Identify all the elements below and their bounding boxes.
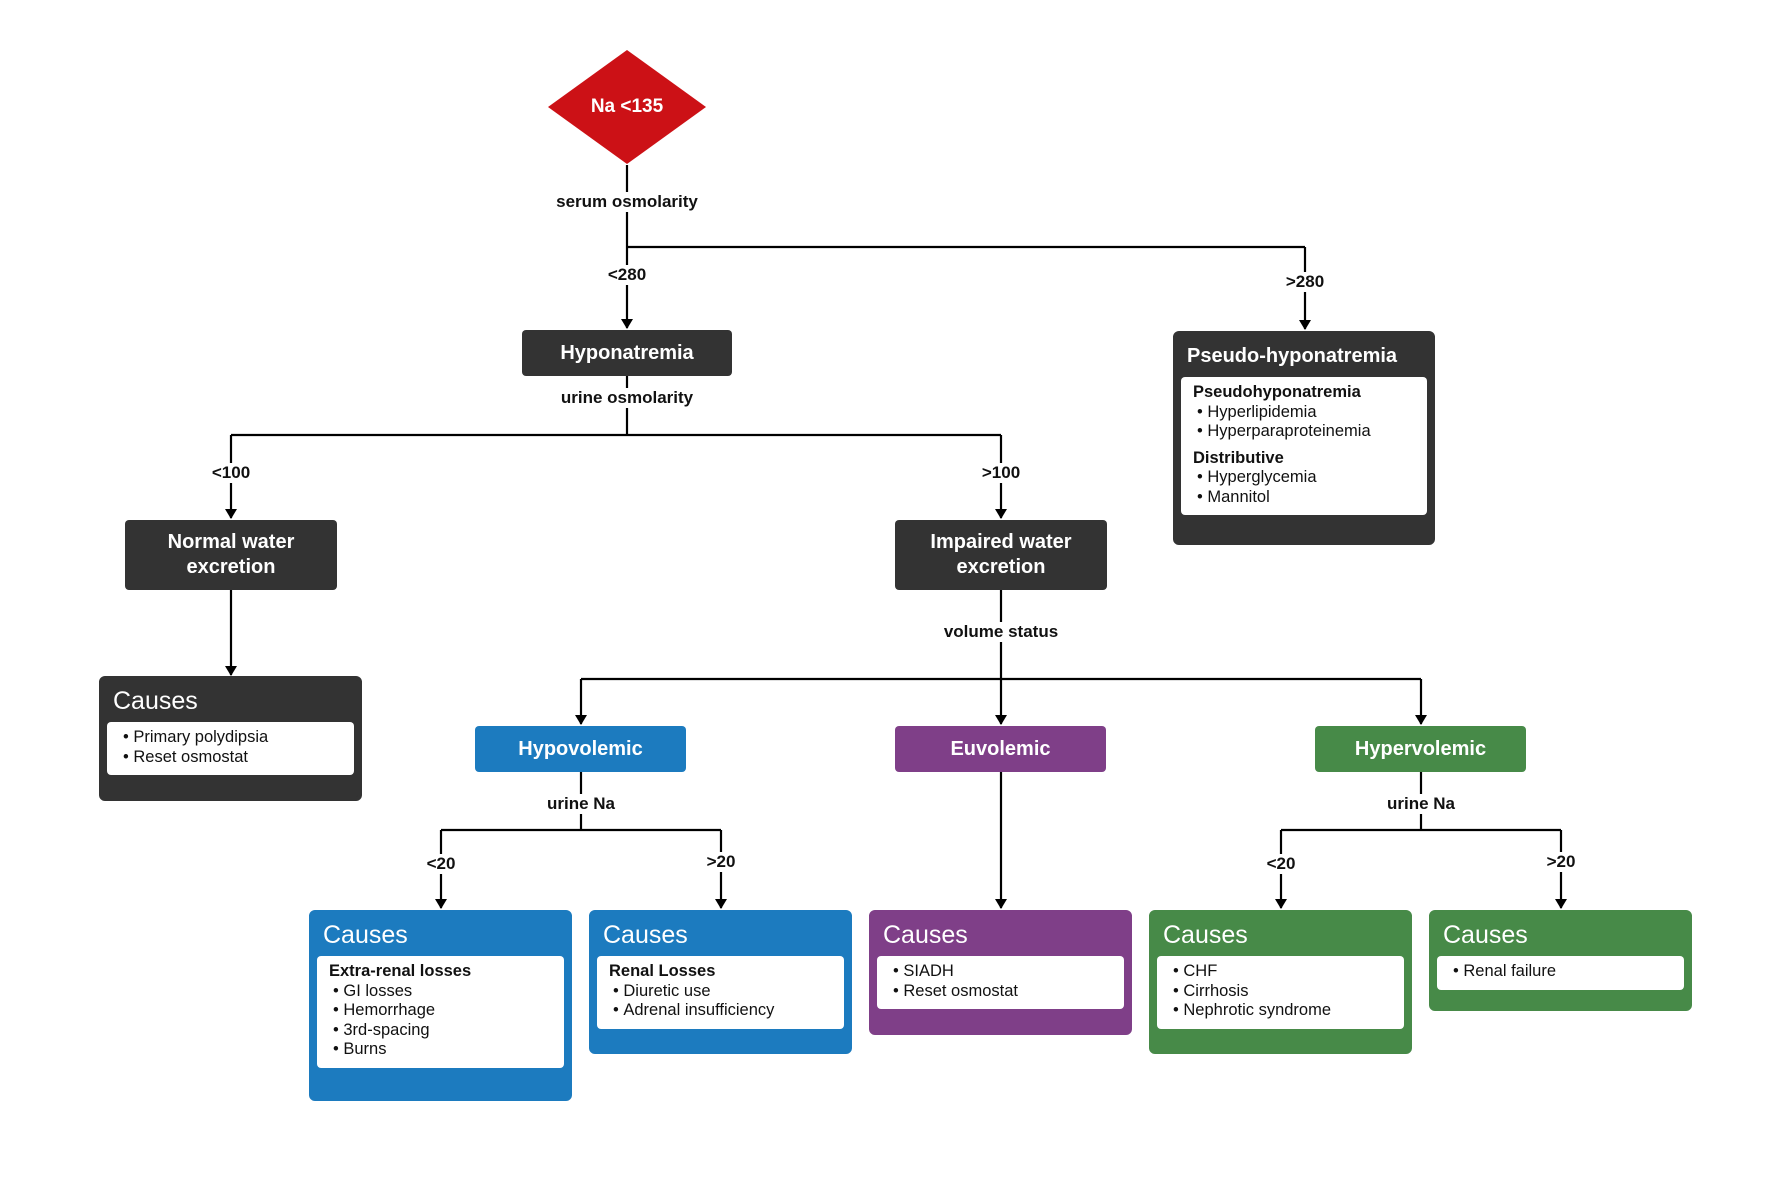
- edge-label-hyper-gt20: >20: [1543, 852, 1579, 872]
- card-body: CHFCirrhosisNephrotic syndrome: [1157, 956, 1404, 1029]
- cause-group: CHFCirrhosisNephrotic syndrome: [1169, 962, 1394, 1021]
- cause-item: Hyperparaproteinemia: [1193, 422, 1417, 442]
- cause-group-title: Pseudohyponatremia: [1193, 383, 1361, 401]
- cause-group-title: Extra-renal losses: [329, 962, 472, 980]
- cause-group-title: Renal Losses: [609, 962, 716, 980]
- cause-item: Adrenal insufficiency: [609, 1001, 834, 1021]
- cause-item: Mannitol: [1193, 488, 1417, 508]
- node-impaired-water-excretion: Impaired water excretion: [895, 520, 1107, 590]
- card-normal-water-causes: Causes Primary polydipsiaReset osmostat: [99, 676, 362, 801]
- edge-label-hyper-lt20: <20: [1263, 854, 1299, 874]
- edge-label-volume-status: volume status: [940, 622, 1062, 642]
- node-hyponatremia: Hyponatremia: [522, 330, 732, 376]
- edge-label-serum-osmolarity: serum osmolarity: [553, 192, 701, 212]
- card-header: Causes: [873, 914, 1128, 956]
- card-body: Renal failure: [1437, 956, 1684, 990]
- edge-label-lt280: <280: [604, 265, 650, 285]
- cause-group-title: Distributive: [1193, 448, 1284, 467]
- cause-item: Reset osmostat: [889, 982, 1114, 1002]
- node-normal-water-excretion: Normal water excretion: [125, 520, 337, 590]
- cause-group: Primary polydipsiaReset osmostat: [119, 728, 344, 767]
- edge-label-hypo-lt20: <20: [423, 854, 459, 874]
- cause-item: Reset osmostat: [119, 748, 344, 768]
- cause-item: Burns: [329, 1040, 554, 1060]
- cause-group: SIADHReset osmostat: [889, 962, 1114, 1001]
- card-euvolemic-causes: Causes SIADHReset osmostat: [869, 910, 1132, 1035]
- card-hypervolemic-lt20-causes: Causes CHFCirrhosisNephrotic syndrome: [1149, 910, 1412, 1054]
- card-body: SIADHReset osmostat: [877, 956, 1124, 1009]
- edge-label-hypo-urine-na: urine Na: [543, 794, 619, 814]
- cause-item: Hemorrhage: [329, 1001, 554, 1021]
- cause-item: GI losses: [329, 982, 554, 1002]
- card-hypovolemic-lt20-causes: Causes Extra-renal losses GI lossesHemorr…: [309, 910, 572, 1101]
- cause-group: Renal LossesDiuretic useAdrenal insuffic…: [609, 962, 834, 1021]
- cause-group: Renal failure: [1449, 962, 1674, 982]
- edge-label-hypo-gt20: >20: [703, 852, 739, 872]
- card-header: Causes: [103, 680, 358, 722]
- node-hypovolemic: Hypovolemic: [475, 726, 686, 772]
- cause-group: Extra-renal losses GI lossesHemorrhage3rd…: [329, 962, 554, 1060]
- card-header: Causes: [593, 914, 848, 956]
- cause-item: Primary polydipsia: [119, 728, 344, 748]
- decision-na-lt-135: Na <135: [548, 50, 706, 164]
- card-header: Causes: [1153, 914, 1408, 956]
- cause-item: 3rd-spacing: [329, 1021, 554, 1041]
- cause-group: PseudohyponatremiaHyperlipidemiaHyperpar…: [1193, 383, 1417, 442]
- edge-label-urine-osmolarity: urine osmolarity: [557, 388, 697, 408]
- cause-item: Cirrhosis: [1169, 982, 1394, 1002]
- cause-item: Hyperlipidemia: [1193, 403, 1417, 423]
- cause-item: Nephrotic syndrome: [1169, 1001, 1394, 1021]
- cause-group: DistributiveHyperglycemiaMannitol: [1193, 449, 1417, 508]
- card-body: PseudohyponatremiaHyperlipidemiaHyperpar…: [1181, 377, 1427, 515]
- cause-item: CHF: [1169, 962, 1394, 982]
- cause-item: Hyperglycemia: [1193, 468, 1417, 488]
- card-body: Extra-renal losses GI lossesHemorrhage3rd…: [317, 956, 564, 1068]
- card-body: Renal LossesDiuretic useAdrenal insuffic…: [597, 956, 844, 1029]
- edge-label-gt280: >280: [1282, 272, 1328, 292]
- node-hypervolemic: Hypervolemic: [1315, 726, 1526, 772]
- diamond-shape: [548, 50, 706, 164]
- edge-label-gt100: >100: [978, 463, 1024, 483]
- card-hypovolemic-gt20-causes: Causes Renal LossesDiuretic useAdrenal i…: [589, 910, 852, 1054]
- decision-label: Na <135: [590, 96, 664, 117]
- cause-item: Renal failure: [1449, 962, 1674, 982]
- edge-label-hyper-urine-na: urine Na: [1383, 794, 1459, 814]
- card-header: Pseudo-hyponatremia: [1177, 335, 1431, 377]
- card-header: Causes: [1433, 914, 1688, 956]
- card-header: Causes: [313, 914, 568, 956]
- card-hypervolemic-gt20-causes: Causes Renal failure: [1429, 910, 1692, 1011]
- node-euvolemic: Euvolemic: [895, 726, 1106, 772]
- cause-item: SIADH: [889, 962, 1114, 982]
- card-pseudo-hyponatremia: Pseudo-hyponatremia PseudohyponatremiaHy…: [1173, 331, 1435, 545]
- cause-item: Diuretic use: [609, 982, 834, 1002]
- edge-label-lt100: <100: [208, 463, 254, 483]
- card-body: Primary polydipsiaReset osmostat: [107, 722, 354, 775]
